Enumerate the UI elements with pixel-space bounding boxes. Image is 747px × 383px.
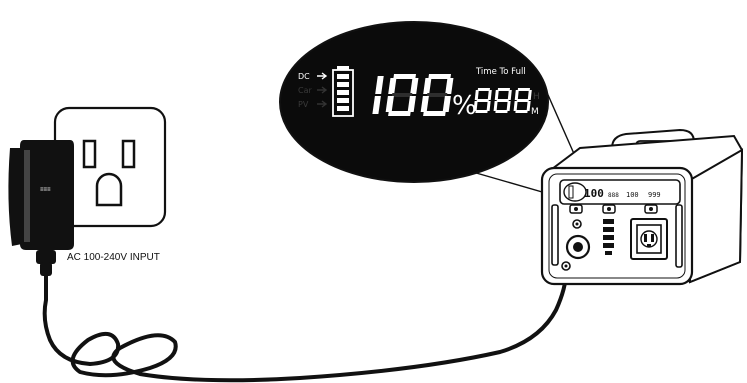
adapter-input-label: AC 100-240V INPUT bbox=[67, 252, 160, 263]
station-lcd-output-left: 100 bbox=[626, 191, 639, 199]
station-car-outlet bbox=[565, 234, 591, 260]
adapter-brand-mark: ≡≡≡ bbox=[40, 187, 51, 193]
station-left-port-column bbox=[572, 219, 582, 229]
ac-adapter bbox=[8, 140, 74, 276]
station-lcd-percent: 100 bbox=[584, 187, 604, 200]
lcd-percent-digits bbox=[372, 74, 454, 116]
lcd-input-dc: DC bbox=[298, 72, 310, 81]
lcd-input-arrows bbox=[317, 72, 328, 108]
lcd-unit-m: M bbox=[531, 107, 539, 117]
lcd-magnified-callout: DC Car PV bbox=[279, 21, 549, 183]
station-ac-outlet bbox=[630, 218, 668, 260]
station-lcd: 100 888 100 999 bbox=[559, 179, 681, 205]
station-lcd-time: 888 bbox=[608, 192, 619, 199]
lcd-input-pv: PV bbox=[298, 100, 309, 109]
lcd-unit-h: H bbox=[533, 92, 540, 102]
station-dc-button[interactable] bbox=[602, 204, 616, 214]
station-ac-button[interactable] bbox=[644, 204, 658, 214]
wall-outlet bbox=[53, 106, 167, 228]
lcd-percent-sign: % bbox=[452, 91, 477, 121]
station-usb-ports bbox=[603, 219, 614, 255]
station-power-button[interactable] bbox=[569, 204, 583, 214]
lcd-time-digits bbox=[473, 88, 532, 113]
battery-level-icon bbox=[332, 66, 354, 117]
power-cord bbox=[42, 270, 568, 383]
lcd-input-car: Car bbox=[298, 86, 312, 95]
station-dc-input-port bbox=[561, 261, 571, 271]
lcd-time-label: Time To Full bbox=[475, 67, 526, 77]
station-lcd-output-right: 999 bbox=[648, 191, 661, 199]
